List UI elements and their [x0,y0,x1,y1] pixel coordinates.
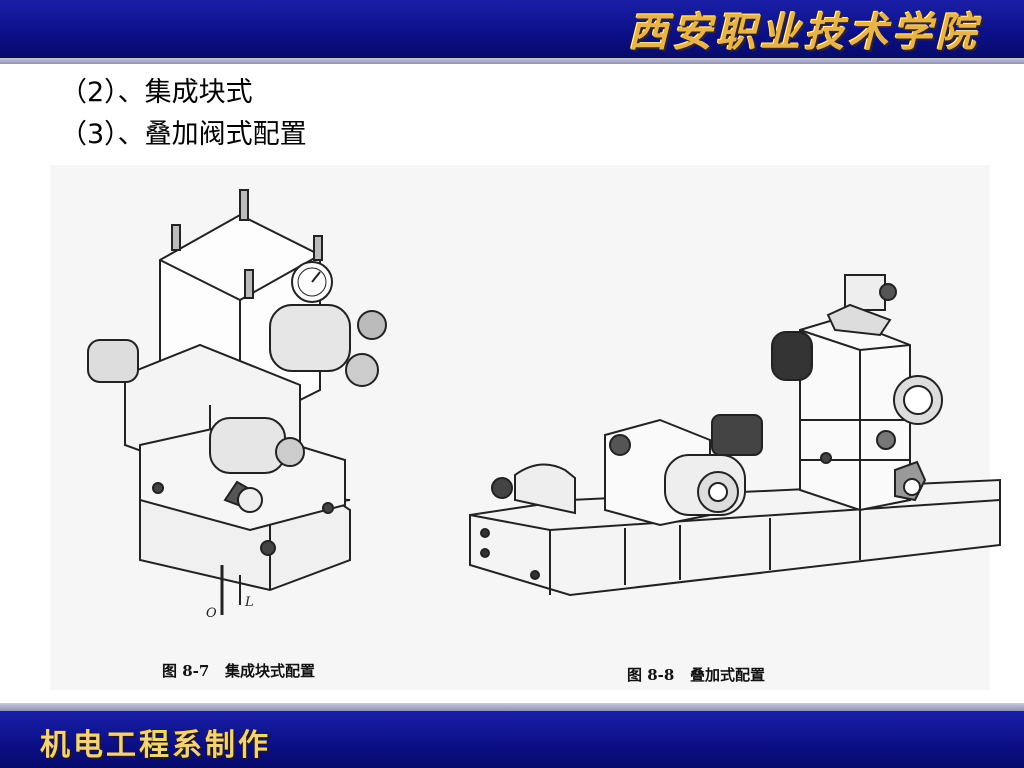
school-name-logo: 西安职业技术学院 [628,9,980,56]
heading-integrated-block: （2）、集成块式 [60,77,253,108]
figure-8-7-caption: 图 8-7 集成块式配置 [162,662,315,680]
heading-stacked-valve: （3）、叠加阀式配置 [60,119,307,150]
footer-text: 机电工程系制作 [40,728,271,763]
footer-bar [0,711,1024,768]
stacked-valve-drawing [469,274,1001,597]
figure-8-8-caption: 图 8-8 叠加式配置 [627,666,765,684]
label-o: O [206,606,217,621]
header-bar [0,0,1024,58]
header-stripe [0,58,1024,64]
integrated-block-drawing [87,189,387,615]
footer-stripe [0,703,1024,711]
label-l: L [244,595,254,610]
